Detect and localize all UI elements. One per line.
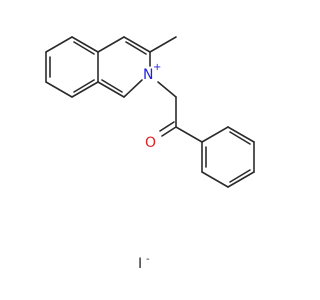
carbonyl-bond-a bbox=[161, 126, 177, 137]
benzo-ring bbox=[45, 36, 99, 98]
methyl-bond bbox=[149, 36, 177, 53]
pyridinium-ring bbox=[97, 36, 151, 98]
nitrogen-label: N bbox=[143, 67, 153, 83]
oxygen-label: O bbox=[145, 135, 156, 151]
molecule-structure: N + O I - bbox=[45, 36, 255, 272]
carbonyl-bond-b bbox=[159, 121, 175, 132]
phenyl-ring bbox=[201, 126, 255, 188]
carbonyl-phenyl-bond bbox=[175, 126, 203, 143]
iodine-charge: - bbox=[146, 254, 150, 265]
iodine-label: I bbox=[138, 256, 142, 272]
n-ch2-bond bbox=[157, 81, 177, 98]
nitrogen-charge: + bbox=[153, 62, 161, 73]
